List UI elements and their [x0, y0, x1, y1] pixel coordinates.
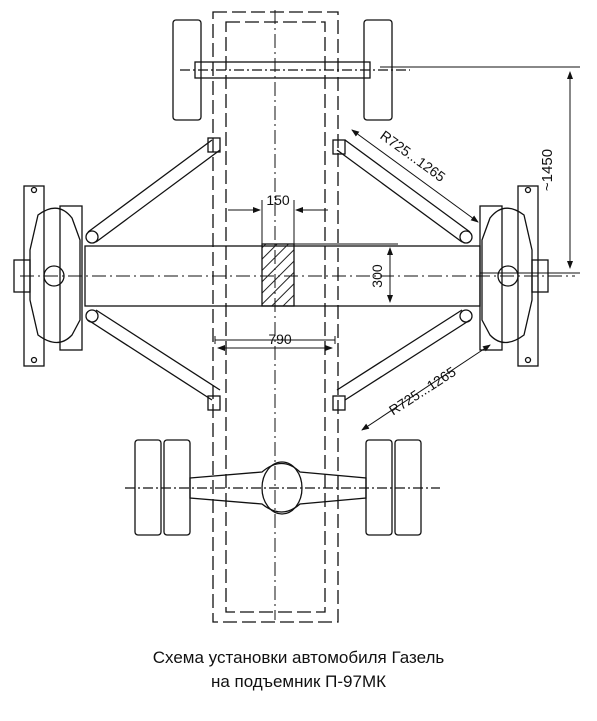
caption-line-1: Схема установки автомобиля Газель — [152, 648, 445, 667]
lift-installation-diagram: ~1450 150 300 790 R725...1265 R725...126… — [13, 10, 580, 623]
lift-crossbeam — [20, 245, 575, 307]
caption-line-2: на подъемник П-97МК — [210, 672, 387, 691]
right-post — [479, 185, 549, 367]
dim-790: 790 — [268, 331, 292, 347]
lift-arm-upper-left — [85, 137, 221, 244]
dim-150: 150 — [266, 192, 290, 208]
front-axle — [172, 19, 410, 121]
dim-arm-lower: R725...1265 — [386, 363, 459, 418]
center-pad — [261, 243, 295, 307]
rear-axle — [125, 439, 440, 536]
lift-arm-lower-left — [85, 309, 221, 411]
left-post — [13, 185, 83, 367]
dim-300: 300 — [369, 264, 385, 288]
dim-1450: ~1450 — [539, 149, 556, 191]
